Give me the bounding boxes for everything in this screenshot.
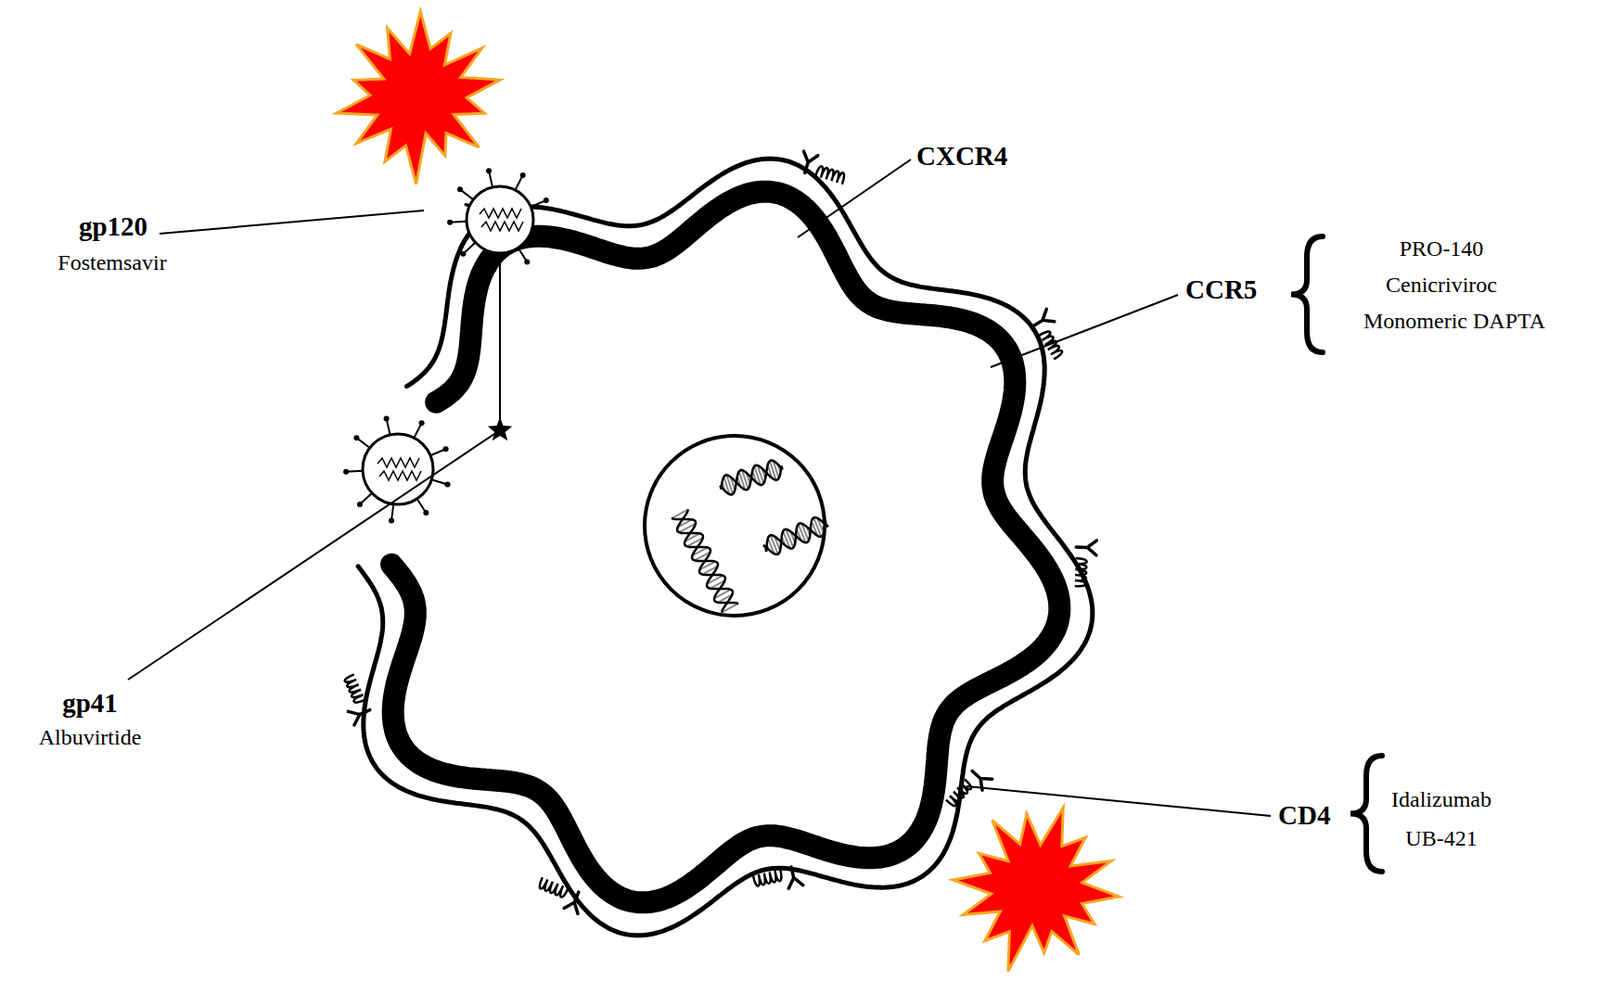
dna-strand xyxy=(716,458,785,499)
spike-tip xyxy=(357,501,363,508)
cell-membrane xyxy=(343,158,1093,936)
red-starburst xyxy=(336,11,500,184)
spike-tip xyxy=(343,469,349,475)
receptor-label: CD4 xyxy=(1278,800,1331,832)
drug-name: Cenicriviroc xyxy=(1385,272,1498,299)
dna-strand xyxy=(670,509,739,614)
receptor-group xyxy=(535,877,587,914)
viral-rna xyxy=(377,458,420,468)
red-starburst xyxy=(952,807,1119,973)
curly-brace xyxy=(1291,236,1323,353)
cd4-receptor xyxy=(1029,308,1055,333)
spike-tip xyxy=(444,482,450,488)
virus-envelope xyxy=(362,434,434,505)
receptor-label: CCR5 xyxy=(1185,274,1257,306)
viral-rna xyxy=(479,208,522,218)
coreceptor-coil xyxy=(946,779,973,807)
coreceptor-coil xyxy=(1075,558,1088,587)
spike-tip xyxy=(419,420,425,426)
spike-tip xyxy=(447,219,453,226)
spike-tip xyxy=(422,510,429,516)
spike-tip xyxy=(524,258,530,265)
dna-helix xyxy=(670,509,739,614)
cd4-receptor xyxy=(347,703,373,726)
curly-brace xyxy=(1350,755,1383,872)
spike-tip xyxy=(460,251,466,257)
spike-tip xyxy=(545,231,551,238)
drug-name: Albuvirtide xyxy=(38,725,142,752)
receptor-label: CXCR4 xyxy=(916,140,1008,172)
virus-particle xyxy=(447,167,551,272)
spike-tip xyxy=(443,446,449,452)
drug-name: PRO-140 xyxy=(1399,236,1485,263)
dna-helix xyxy=(716,458,785,499)
spike-tip xyxy=(388,518,395,525)
cd4-receptor xyxy=(1075,539,1098,556)
starbursts xyxy=(336,11,1120,972)
dna-strand xyxy=(716,458,785,499)
cell-interior xyxy=(343,186,1066,909)
receptor-group xyxy=(753,865,804,896)
fusion-star xyxy=(487,417,513,441)
dna-rungs xyxy=(671,509,739,613)
spike-tip xyxy=(520,172,526,179)
receptors xyxy=(335,151,1098,914)
cd4-receptor xyxy=(797,151,819,176)
drug-name: Idalizumab xyxy=(1391,787,1492,814)
spike-tip xyxy=(353,435,359,441)
drug-name: Monomeric DAPTA xyxy=(1363,308,1546,335)
spike-tip xyxy=(384,415,390,422)
drug-name: UB-421 xyxy=(1405,826,1477,853)
viral-rna xyxy=(379,471,422,481)
receptor-group xyxy=(1075,539,1098,588)
cd4-receptor xyxy=(563,889,586,914)
leader-line xyxy=(990,294,1178,368)
dna-strand xyxy=(670,509,739,614)
leader-line xyxy=(159,210,424,234)
virus-envelope xyxy=(466,186,534,254)
leader-line xyxy=(966,786,1271,817)
leader-lines xyxy=(128,159,1271,817)
coreceptor-coil xyxy=(537,877,568,898)
receptor-group xyxy=(946,766,993,815)
inner-membrane-band xyxy=(391,192,1060,904)
outer-membrane-line xyxy=(358,158,1093,936)
virus-particles xyxy=(343,167,551,524)
coreceptor-coil xyxy=(753,870,783,887)
viral-rna xyxy=(481,221,524,231)
spike-tip xyxy=(543,197,550,204)
virus-particle xyxy=(343,415,450,524)
protein-label: gp41 xyxy=(62,688,118,719)
dna-strand xyxy=(761,513,832,558)
receptor-group xyxy=(1029,308,1072,359)
cd4-receptor xyxy=(783,865,804,889)
leader-line xyxy=(128,430,500,680)
drug-name: Fostemsavir xyxy=(57,250,167,277)
spike-tip xyxy=(490,267,497,273)
coreceptor-coil xyxy=(815,165,845,184)
spike-tip xyxy=(486,167,492,174)
receptor-group xyxy=(797,151,848,185)
nucleus xyxy=(644,435,831,616)
dna-strand xyxy=(761,513,832,558)
fusion-line xyxy=(499,255,501,423)
dna-rungs xyxy=(716,458,785,498)
protein-label: gp120 xyxy=(78,211,148,243)
coreceptor-coil xyxy=(344,674,366,704)
spike-tip xyxy=(457,186,463,192)
dna-helix xyxy=(761,513,832,558)
leader-line xyxy=(797,159,911,238)
dna-rungs xyxy=(761,513,832,558)
receptor-group xyxy=(335,674,373,726)
